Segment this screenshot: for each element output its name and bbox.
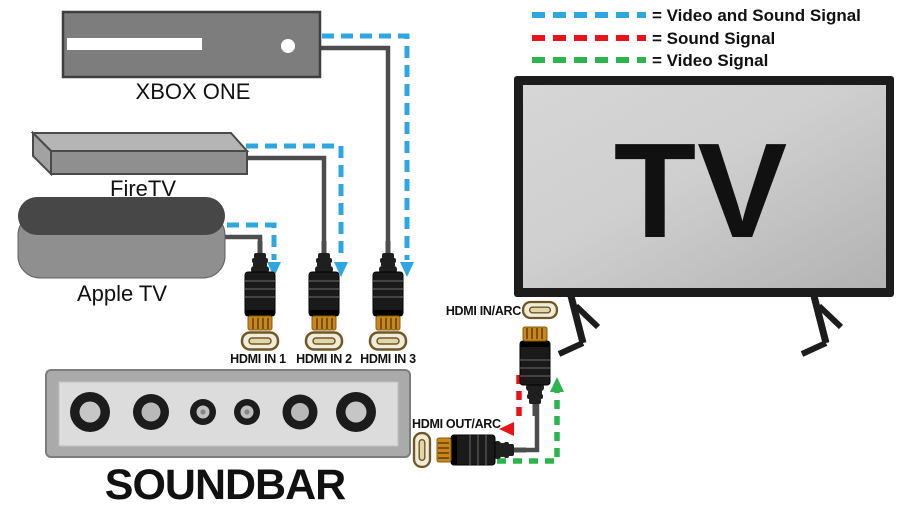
tv-label: TV [614, 115, 789, 266]
appletv-top [18, 197, 225, 235]
xbox-label: XBOX ONE [136, 79, 251, 104]
legend-label-sound: = Sound Signal [652, 29, 775, 48]
hdmi-in-arc-label: HDMI IN/ARC [446, 304, 521, 318]
legend-label-video: = Video Signal [652, 51, 768, 70]
hdmi-out-arc-label: HDMI OUT/ARC [412, 417, 501, 431]
hdmi-plug-icon-in3 [372, 240, 404, 331]
soundbar-label: SOUNDBAR [105, 461, 346, 506]
speaker-icon [190, 399, 216, 425]
speaker-icon [282, 394, 318, 430]
legend: = Video and Sound Signal = Sound Signal … [532, 6, 861, 70]
soundbar-speakers [70, 392, 376, 432]
firetv-device [30, 130, 250, 177]
tv-screen [523, 85, 886, 288]
arrow-up-icon [550, 377, 564, 392]
firetv-label: FireTV [110, 176, 176, 201]
hdmi-port-icon-in2 [304, 331, 344, 351]
firetv-top-face [30, 132, 250, 152]
tv-device [514, 76, 894, 357]
video-signal-line [497, 392, 560, 464]
hdmi-in-3-label: HDMI IN 3 [360, 352, 416, 366]
tv-leg-left [557, 295, 601, 357]
hdmi-port-icon-out-arc [412, 431, 432, 469]
speaker-icon [133, 394, 169, 430]
soundbar-device [45, 369, 411, 458]
hdmi-port-icon-in-arc [521, 300, 559, 320]
xbox-power-button [281, 39, 295, 53]
appletv-device [17, 197, 226, 279]
xbox-disc-slot [67, 38, 202, 50]
hdmi-in-1-label: HDMI IN 1 [230, 352, 286, 366]
arrow-left-icon [499, 422, 514, 436]
hdmi-plug-icon-in2 [308, 240, 340, 331]
hdmi-in-2-label: HDMI IN 2 [296, 352, 352, 366]
legend-label-video-sound: = Video and Sound Signal [652, 6, 861, 25]
hdmi-plug-icon-tv-arc [519, 326, 551, 417]
hdmi-plug-icon-in1 [244, 240, 276, 331]
arrow-down-icon [267, 262, 281, 277]
speaker-icon [70, 392, 110, 432]
tv-leg-right [800, 295, 844, 357]
xbox-one-device [61, 10, 322, 79]
arrow-down-icon [400, 262, 414, 277]
firetv-front-face [50, 150, 248, 175]
tv-legs [557, 295, 844, 357]
video-sound-signal-line-appletv [227, 222, 277, 260]
cable-xbox-to-hdmi3 [315, 45, 391, 250]
video-sound-signal-line-xbox [322, 33, 410, 260]
video-sound-signal-line-firetv [246, 143, 344, 260]
cable-firetv-to-hdmi2 [240, 155, 327, 250]
hdmi-port-icon-in3 [368, 331, 408, 351]
signal-lines [227, 33, 564, 464]
hdmi-plug-icon-soundbar-arc [436, 434, 527, 466]
speaker-icon [336, 392, 376, 432]
arrow-down-icon [334, 262, 348, 277]
labels: XBOX ONE FireTV Apple TV SOUNDBAR TV HDM… [77, 79, 789, 506]
hdmi-port-icon-in1 [240, 331, 280, 351]
appletv-label: Apple TV [77, 281, 167, 306]
speaker-icon [234, 399, 260, 425]
